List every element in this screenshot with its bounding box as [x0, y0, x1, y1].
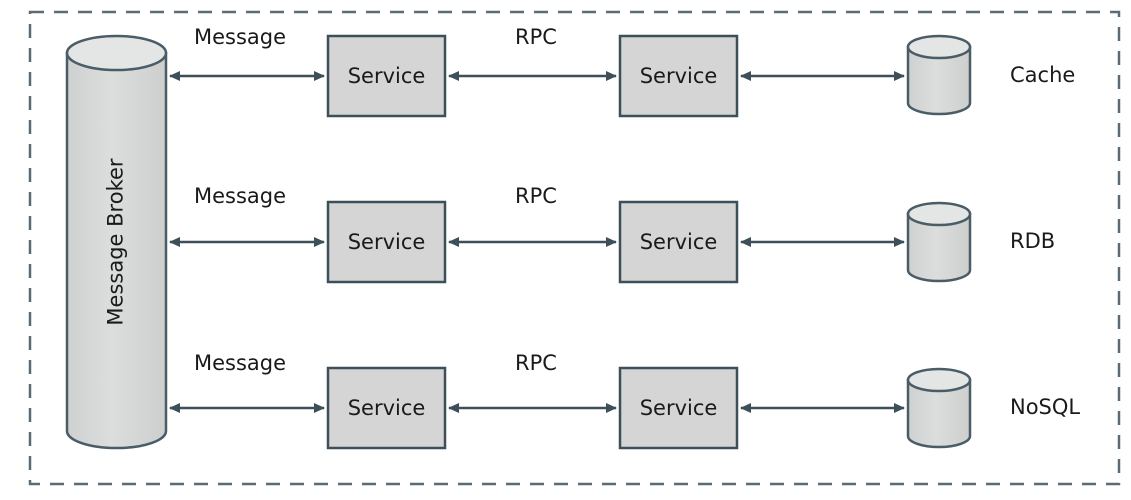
service-a-nosql-label: Service — [348, 396, 426, 420]
edge-label-rpc-rdb: RPC — [515, 184, 557, 208]
edge-label-rpc-nosql: RPC — [515, 351, 557, 375]
service-a-cache-box[interactable] — [326, 34, 447, 118]
nosql-cylinder-top — [906, 367, 972, 393]
rdb-store-label: RDB — [1010, 229, 1055, 253]
message-broker-node[interactable]: Message Broker — [65, 34, 168, 450]
service-b-nosql-box[interactable] — [618, 366, 739, 450]
broker-cylinder-body — [65, 51, 168, 450]
edge-label-message-rdb: Message — [194, 184, 286, 208]
service-b-rdb-label: Service — [640, 230, 718, 254]
nosql-store-label: NoSQL — [1010, 395, 1080, 419]
cache-store-node[interactable] — [906, 34, 972, 116]
cache-cylinder-top — [906, 34, 972, 60]
service-b-cache-label: Service — [640, 64, 718, 88]
service-a-rdb-label: Service — [348, 230, 426, 254]
row-rdb: Message Service RPC Service RDB — [169, 184, 1055, 284]
cache-store-label: Cache — [1010, 63, 1075, 87]
edge-label-message-cache: Message — [194, 25, 286, 49]
rdb-cylinder-body — [906, 212, 972, 283]
system-boundary — [28, 10, 1121, 486]
row-nosql: Message Service RPC Service NoSQL — [169, 351, 1080, 450]
edge-label-message-nosql: Message — [194, 351, 286, 375]
rdb-store-node[interactable] — [906, 201, 972, 283]
service-a-cache-label: Service — [348, 64, 426, 88]
service-b-rdb-box[interactable] — [618, 200, 739, 284]
service-a-rdb-box[interactable] — [326, 200, 447, 284]
service-a-nosql-box[interactable] — [326, 366, 447, 450]
row-cache: Message Service RPC Service Cache — [169, 25, 1075, 118]
edge-label-rpc-cache: RPC — [515, 25, 557, 49]
rdb-cylinder-top — [906, 201, 972, 227]
service-b-cache-box[interactable] — [618, 34, 739, 118]
broker-cylinder-top — [65, 34, 168, 72]
nosql-store-node[interactable] — [906, 367, 972, 449]
service-b-nosql-label: Service — [640, 396, 718, 420]
cache-cylinder-body — [906, 45, 972, 116]
message-broker-label: Message Broker — [104, 158, 128, 325]
nosql-cylinder-body — [906, 378, 972, 449]
